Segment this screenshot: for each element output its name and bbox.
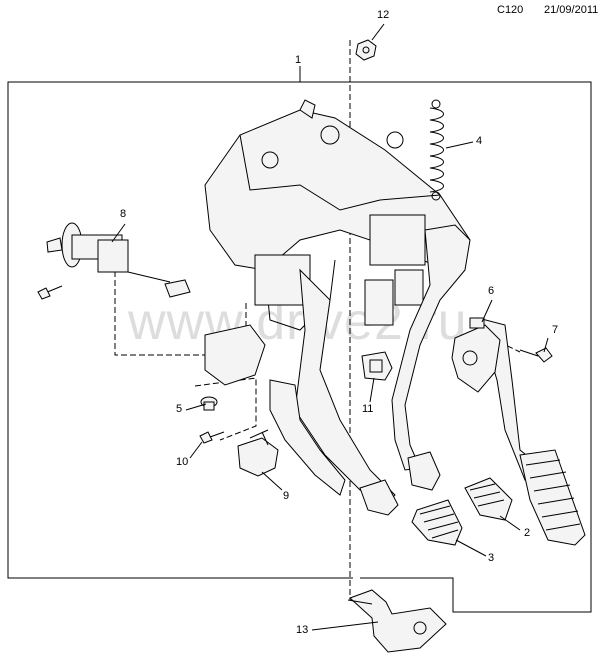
callout-11: 11: [362, 403, 374, 415]
callout-12: 12: [377, 9, 390, 21]
callout-2: 2: [524, 527, 531, 539]
throttle-sensor-icon: [451, 317, 501, 393]
return-spring-icon: [429, 99, 444, 201]
callout-8: 8: [120, 208, 127, 220]
stop-lamp-switch-icon: [200, 396, 218, 411]
diagram-code: C120: [497, 4, 524, 16]
clutch-master-cylinder-icon: [37, 222, 191, 300]
pedal-pad-icon-3: [359, 451, 463, 546]
callout-6: 6: [488, 285, 495, 297]
screw-icon: [199, 431, 225, 444]
callout-4: 4: [476, 135, 483, 147]
callout-7: 7: [552, 324, 559, 336]
leader-lines: [111, 23, 549, 631]
callout-3: 3: [488, 552, 495, 564]
bolt-icon: [519, 347, 553, 363]
centerline-7: [474, 329, 521, 353]
pedal-bracket-assembly-icon: [204, 99, 471, 506]
nut-icon: [355, 39, 377, 61]
switch-icon-11: [361, 351, 393, 381]
callout-10: 10: [176, 456, 189, 468]
support-bracket-icon: [347, 589, 447, 653]
callout-5: 5: [176, 403, 183, 415]
assembly-boundary-line: [7, 81, 353, 579]
assembly-boundary-line-right: [300, 81, 592, 613]
switch-icon-9: [237, 429, 279, 477]
centerline-8: [114, 262, 247, 356]
callout-9: 9: [283, 490, 290, 502]
diagram-date: 21/09/2011: [544, 4, 599, 16]
callout-13: 13: [296, 624, 309, 636]
callout-1: 1: [295, 54, 302, 66]
